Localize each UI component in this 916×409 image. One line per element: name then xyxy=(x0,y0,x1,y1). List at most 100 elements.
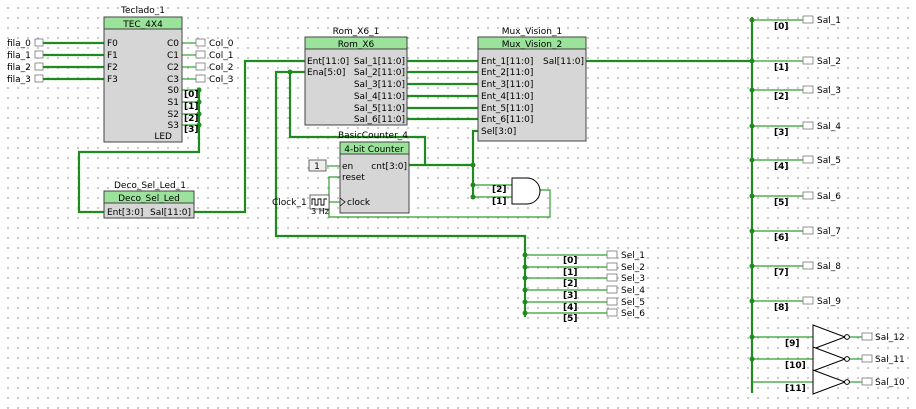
rom-pin-sal6: Sal_6[11:0] xyxy=(354,115,405,125)
not-gate-icon[interactable] xyxy=(812,369,847,395)
deco-pin-sal: Sal[11:0] xyxy=(150,208,191,218)
clock-source[interactable] xyxy=(309,194,330,210)
junction xyxy=(522,310,528,316)
teclado-pin-c2: C2 xyxy=(167,63,179,73)
output-pin-sal-7[interactable] xyxy=(802,226,814,235)
mux-pin-ent4: Ent_4[11:0] xyxy=(481,92,533,102)
sel-tap-1: [1] xyxy=(563,268,578,278)
counter-header xyxy=(339,141,410,155)
not-gate-icon[interactable] xyxy=(812,324,847,350)
counter-block[interactable]: BasicCounter_4 4-bit Counter en reset cl… xyxy=(338,131,410,214)
output-label-sal-6: Sal_6 xyxy=(817,192,841,202)
teclado-pin-s2: S2 xyxy=(168,110,179,120)
output-label-col-1: Col_1 xyxy=(209,51,234,61)
and-gate-icon[interactable] xyxy=(511,177,541,205)
output-pin-col-2[interactable] xyxy=(195,62,206,71)
output-label-sel-2: Sel_2 xyxy=(621,263,645,273)
output-label-sal-7: Sal_7 xyxy=(817,227,841,237)
not-gate-icon[interactable] xyxy=(812,346,847,372)
and-tap-2: [2] xyxy=(492,185,507,195)
sel-tap-5: [5] xyxy=(563,314,578,324)
output-pin-sel-4[interactable] xyxy=(606,285,618,294)
output-pin-sel-1[interactable] xyxy=(606,250,618,259)
mux-pin-ent2: Ent_2[11:0] xyxy=(481,68,533,78)
output-label-sal-12: Sal_12 xyxy=(875,333,905,343)
input-pin-fila-1[interactable] xyxy=(34,50,44,59)
output-label-sal-9: Sal_9 xyxy=(817,297,841,307)
junction xyxy=(196,122,202,128)
sel-outputs: [0] [1] [2] [3] [4] [5] Sel_1 Sel_2 Sel_… xyxy=(563,250,645,324)
junction xyxy=(470,182,476,188)
output-pin-sal-4[interactable] xyxy=(802,121,814,130)
deco-pin-ent: Ent[3:0] xyxy=(107,208,143,218)
rom-pin-sal1: Sal_1[11:0] xyxy=(354,57,405,67)
output-label-sel-3: Sel_3 xyxy=(621,274,645,284)
output-label-sel-6: Sel_6 xyxy=(621,309,645,319)
sal-tap-3: [3] xyxy=(774,128,789,138)
rom-pin-ent: Ent[11:0] xyxy=(307,57,349,67)
not-bubble-icon xyxy=(844,356,850,362)
teclado-pin-f2: F2 xyxy=(107,63,118,73)
output-pin-sel-2[interactable] xyxy=(606,262,618,271)
output-pin-sal-10[interactable] xyxy=(861,377,873,386)
counter-type: 4-bit Counter xyxy=(344,145,404,155)
wire-and-to-reset xyxy=(328,176,551,218)
deco-block[interactable]: Deco_Sel_Led_1 Deco_Sel_Led Ent[3:0] Sal… xyxy=(103,181,195,219)
sal-outputs: [0] [1] [2] [3] [4] [5] [6] [7] [8] Sal_… xyxy=(774,15,841,313)
junction xyxy=(749,193,755,199)
junction xyxy=(522,252,528,258)
input-pin-fila-0[interactable] xyxy=(34,38,44,47)
col-outputs: Col_0 Col_1 Col_2 Col_3 xyxy=(195,38,234,85)
output-pin-sal-12[interactable] xyxy=(861,332,873,341)
sel-tap-0: [0] xyxy=(563,256,578,266)
mux-pin-ent3: Ent_3[11:0] xyxy=(481,80,533,90)
mux-block[interactable]: Mux_Vision_1 Mux_Vision_2 Ent_1[11:0] En… xyxy=(477,27,587,142)
sal-tap-8: [8] xyxy=(774,303,789,313)
junction xyxy=(749,157,755,163)
output-label-sel-5: Sel_5 xyxy=(621,298,645,308)
rom-header xyxy=(304,36,408,50)
mux-pin-ent6: Ent_6[11:0] xyxy=(481,115,533,125)
teclado-pin-c1: C1 xyxy=(167,51,179,61)
not-bubble-icon xyxy=(844,334,850,340)
wire-s-bus-to-deco xyxy=(77,90,201,214)
input-pin-fila-3[interactable] xyxy=(34,74,44,83)
mux-type: Mux_Vision_2 xyxy=(502,40,562,50)
teclado-block[interactable]: Teclado_1 TEC_4X4 F0 F1 F2 F3 C0 C1 C2 C… xyxy=(103,6,183,143)
junction xyxy=(749,334,755,340)
output-pin-col-0[interactable] xyxy=(195,38,206,47)
teclado-tap-1: [1] xyxy=(184,102,199,112)
rom-block[interactable]: Rom_X6_1 Rom_X6 Ent[11:0] Ena[5:0] Sal_1… xyxy=(304,27,408,126)
output-pin-sal-3[interactable] xyxy=(802,85,814,94)
output-pin-sel-3[interactable] xyxy=(606,273,618,282)
output-pin-sal-2[interactable] xyxy=(802,56,814,65)
teclado-pin-c0: C0 xyxy=(167,39,179,49)
output-pin-sal-6[interactable] xyxy=(802,191,814,200)
output-pin-sel-5[interactable] xyxy=(606,297,618,306)
output-pin-col-1[interactable] xyxy=(195,50,206,59)
rom-pin-sal5: Sal_5[11:0] xyxy=(354,104,405,114)
output-pin-sal-8[interactable] xyxy=(802,261,814,270)
input-label-fila-3: fila_3 xyxy=(7,75,31,85)
output-pin-sal-5[interactable] xyxy=(802,155,814,164)
input-pin-fila-2[interactable] xyxy=(34,62,44,71)
inv-tap-11: [11] xyxy=(785,384,806,394)
wires xyxy=(43,17,862,393)
output-label-sal-4: Sal_4 xyxy=(817,122,841,132)
junction xyxy=(749,123,755,129)
output-pin-col-3[interactable] xyxy=(195,74,206,83)
output-pin-sal-11[interactable] xyxy=(861,354,873,363)
junction xyxy=(470,194,476,200)
output-pin-sel-6[interactable] xyxy=(606,308,618,317)
clock-frequency: 3 Hz xyxy=(311,207,329,216)
output-pin-sal-1[interactable] xyxy=(802,15,814,24)
counter-pin-clock: clock xyxy=(347,198,371,208)
deco-type: Deco_Sel_Led xyxy=(118,194,180,204)
constant-one[interactable] xyxy=(308,159,327,172)
junction xyxy=(749,87,755,93)
output-label-sal-3: Sal_3 xyxy=(817,86,841,96)
junction xyxy=(522,287,528,293)
output-pin-sal-9[interactable] xyxy=(802,296,814,305)
inverted-outputs: [9] [10] [11] Sal_12 Sal_11 Sal_10 xyxy=(785,324,905,395)
sel-tap-3: [3] xyxy=(563,291,578,301)
